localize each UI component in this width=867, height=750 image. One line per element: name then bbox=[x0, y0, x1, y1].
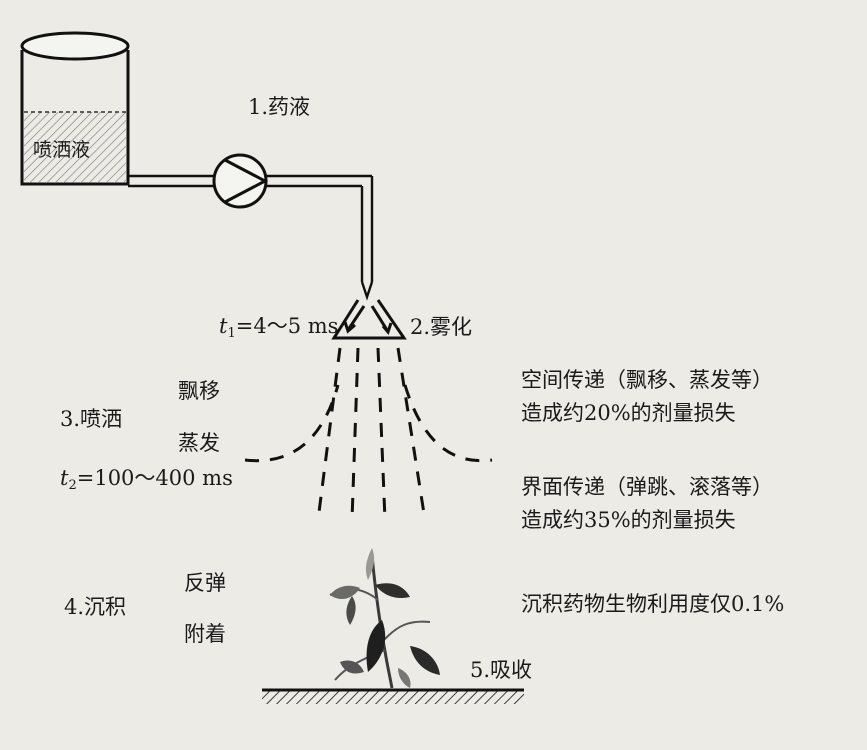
t1-variable: t bbox=[219, 314, 228, 338]
interface-transfer-note: 界面传递（弹跳、滚落等） bbox=[521, 475, 773, 499]
t2-subscript: 2 bbox=[68, 478, 77, 493]
t1-value: =4～5 ms bbox=[235, 314, 339, 338]
plant-icon bbox=[329, 548, 440, 689]
step-5-label: 5.吸收 bbox=[470, 658, 533, 682]
space-transfer-note: 空间传递（飘移、蒸发等） bbox=[521, 368, 773, 392]
pipe bbox=[128, 174, 374, 301]
space-loss-note: 造成约20%的剂量损失 bbox=[521, 401, 736, 425]
t2-value: =100～400 ms bbox=[76, 466, 233, 490]
bounce-label: 反弹 bbox=[184, 571, 226, 595]
pump-icon bbox=[212, 153, 269, 209]
drift-label: 飘移 bbox=[178, 379, 220, 403]
nozzle-icon bbox=[331, 299, 407, 340]
spray-tank bbox=[20, 31, 130, 186]
spray-streams bbox=[316, 347, 427, 521]
t1-subscript: 1 bbox=[227, 326, 236, 341]
adhesion-label: 附着 bbox=[184, 622, 226, 646]
ground bbox=[262, 688, 524, 704]
tank-label: 喷洒液 bbox=[33, 139, 91, 161]
utilization-note: 沉积药物生物利用度仅0.1% bbox=[521, 592, 785, 616]
interface-loss-note: 造成约35%的剂量损失 bbox=[521, 508, 736, 532]
drift-curves bbox=[244, 384, 493, 463]
atomization-time: t1=4～5 ms bbox=[219, 314, 339, 341]
tank-liquid bbox=[24, 112, 126, 183]
t2-variable: t bbox=[60, 466, 69, 490]
step-2-label: 2.雾化 bbox=[410, 315, 473, 339]
evaporation-label: 蒸发 bbox=[178, 431, 220, 455]
step-1-label: 1.药液 bbox=[248, 95, 311, 119]
spray-time: t2=100～400 ms bbox=[60, 466, 233, 493]
step-3-label: 3.喷洒 bbox=[60, 407, 123, 431]
step-4-label: 4.沉积 bbox=[64, 595, 127, 619]
